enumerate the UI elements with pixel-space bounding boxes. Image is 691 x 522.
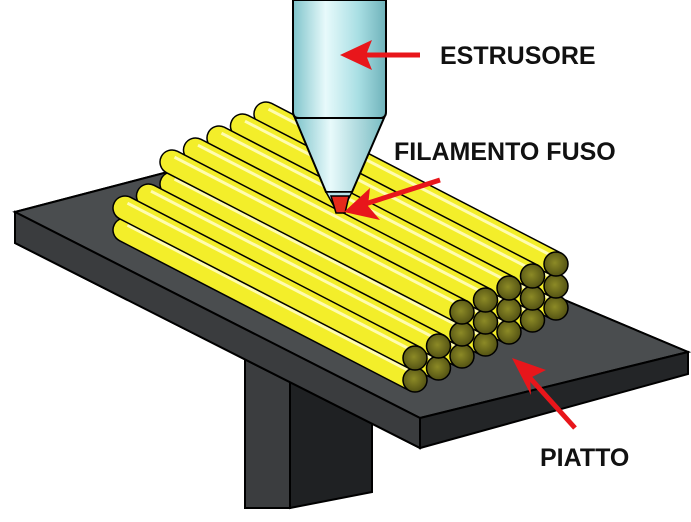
filament-rod-highlight [197, 143, 489, 297]
filament-rod-end [472, 309, 499, 335]
label-molten-filament: FILAMENTO FUSO [394, 138, 616, 166]
filament-rod-highlight [126, 223, 419, 377]
arrow-icon [340, 40, 420, 70]
filament-rod-end [496, 275, 522, 301]
arrow-icon [512, 358, 577, 430]
filament-rod-highlight [173, 177, 466, 331]
filament-rod-end [472, 331, 499, 357]
filament-rod-end [496, 319, 522, 345]
filament-rod [112, 195, 422, 370]
filament-rod-end [519, 307, 546, 333]
filament-rod-end [402, 345, 428, 371]
filament-rod-end [472, 287, 499, 313]
nozzle-tip [329, 195, 350, 214]
filament-rod-end [543, 273, 569, 299]
filament-rod-end [425, 333, 452, 359]
label-plate: PIATTO [540, 444, 629, 472]
filament-rod-end [543, 251, 569, 277]
filament-rod-end [519, 263, 546, 289]
filament-rod [159, 149, 469, 324]
arrow-icon [344, 177, 441, 220]
filament-rod-end [449, 299, 475, 325]
filament-rod-highlight [150, 189, 442, 343]
filament-rod-end [449, 321, 475, 347]
label-extruder: ESTRUSORE [440, 42, 596, 70]
extruder [292, 0, 387, 214]
filament-rod-highlight [173, 155, 466, 309]
filament-rod-end [402, 367, 428, 393]
filament-rod-end [543, 295, 569, 321]
filament-rod-end [496, 297, 522, 323]
filament-rod-highlight [126, 201, 419, 355]
filament-rod-end [425, 355, 452, 381]
filament-rod-end [449, 343, 475, 369]
filament-rod-end [519, 285, 546, 311]
